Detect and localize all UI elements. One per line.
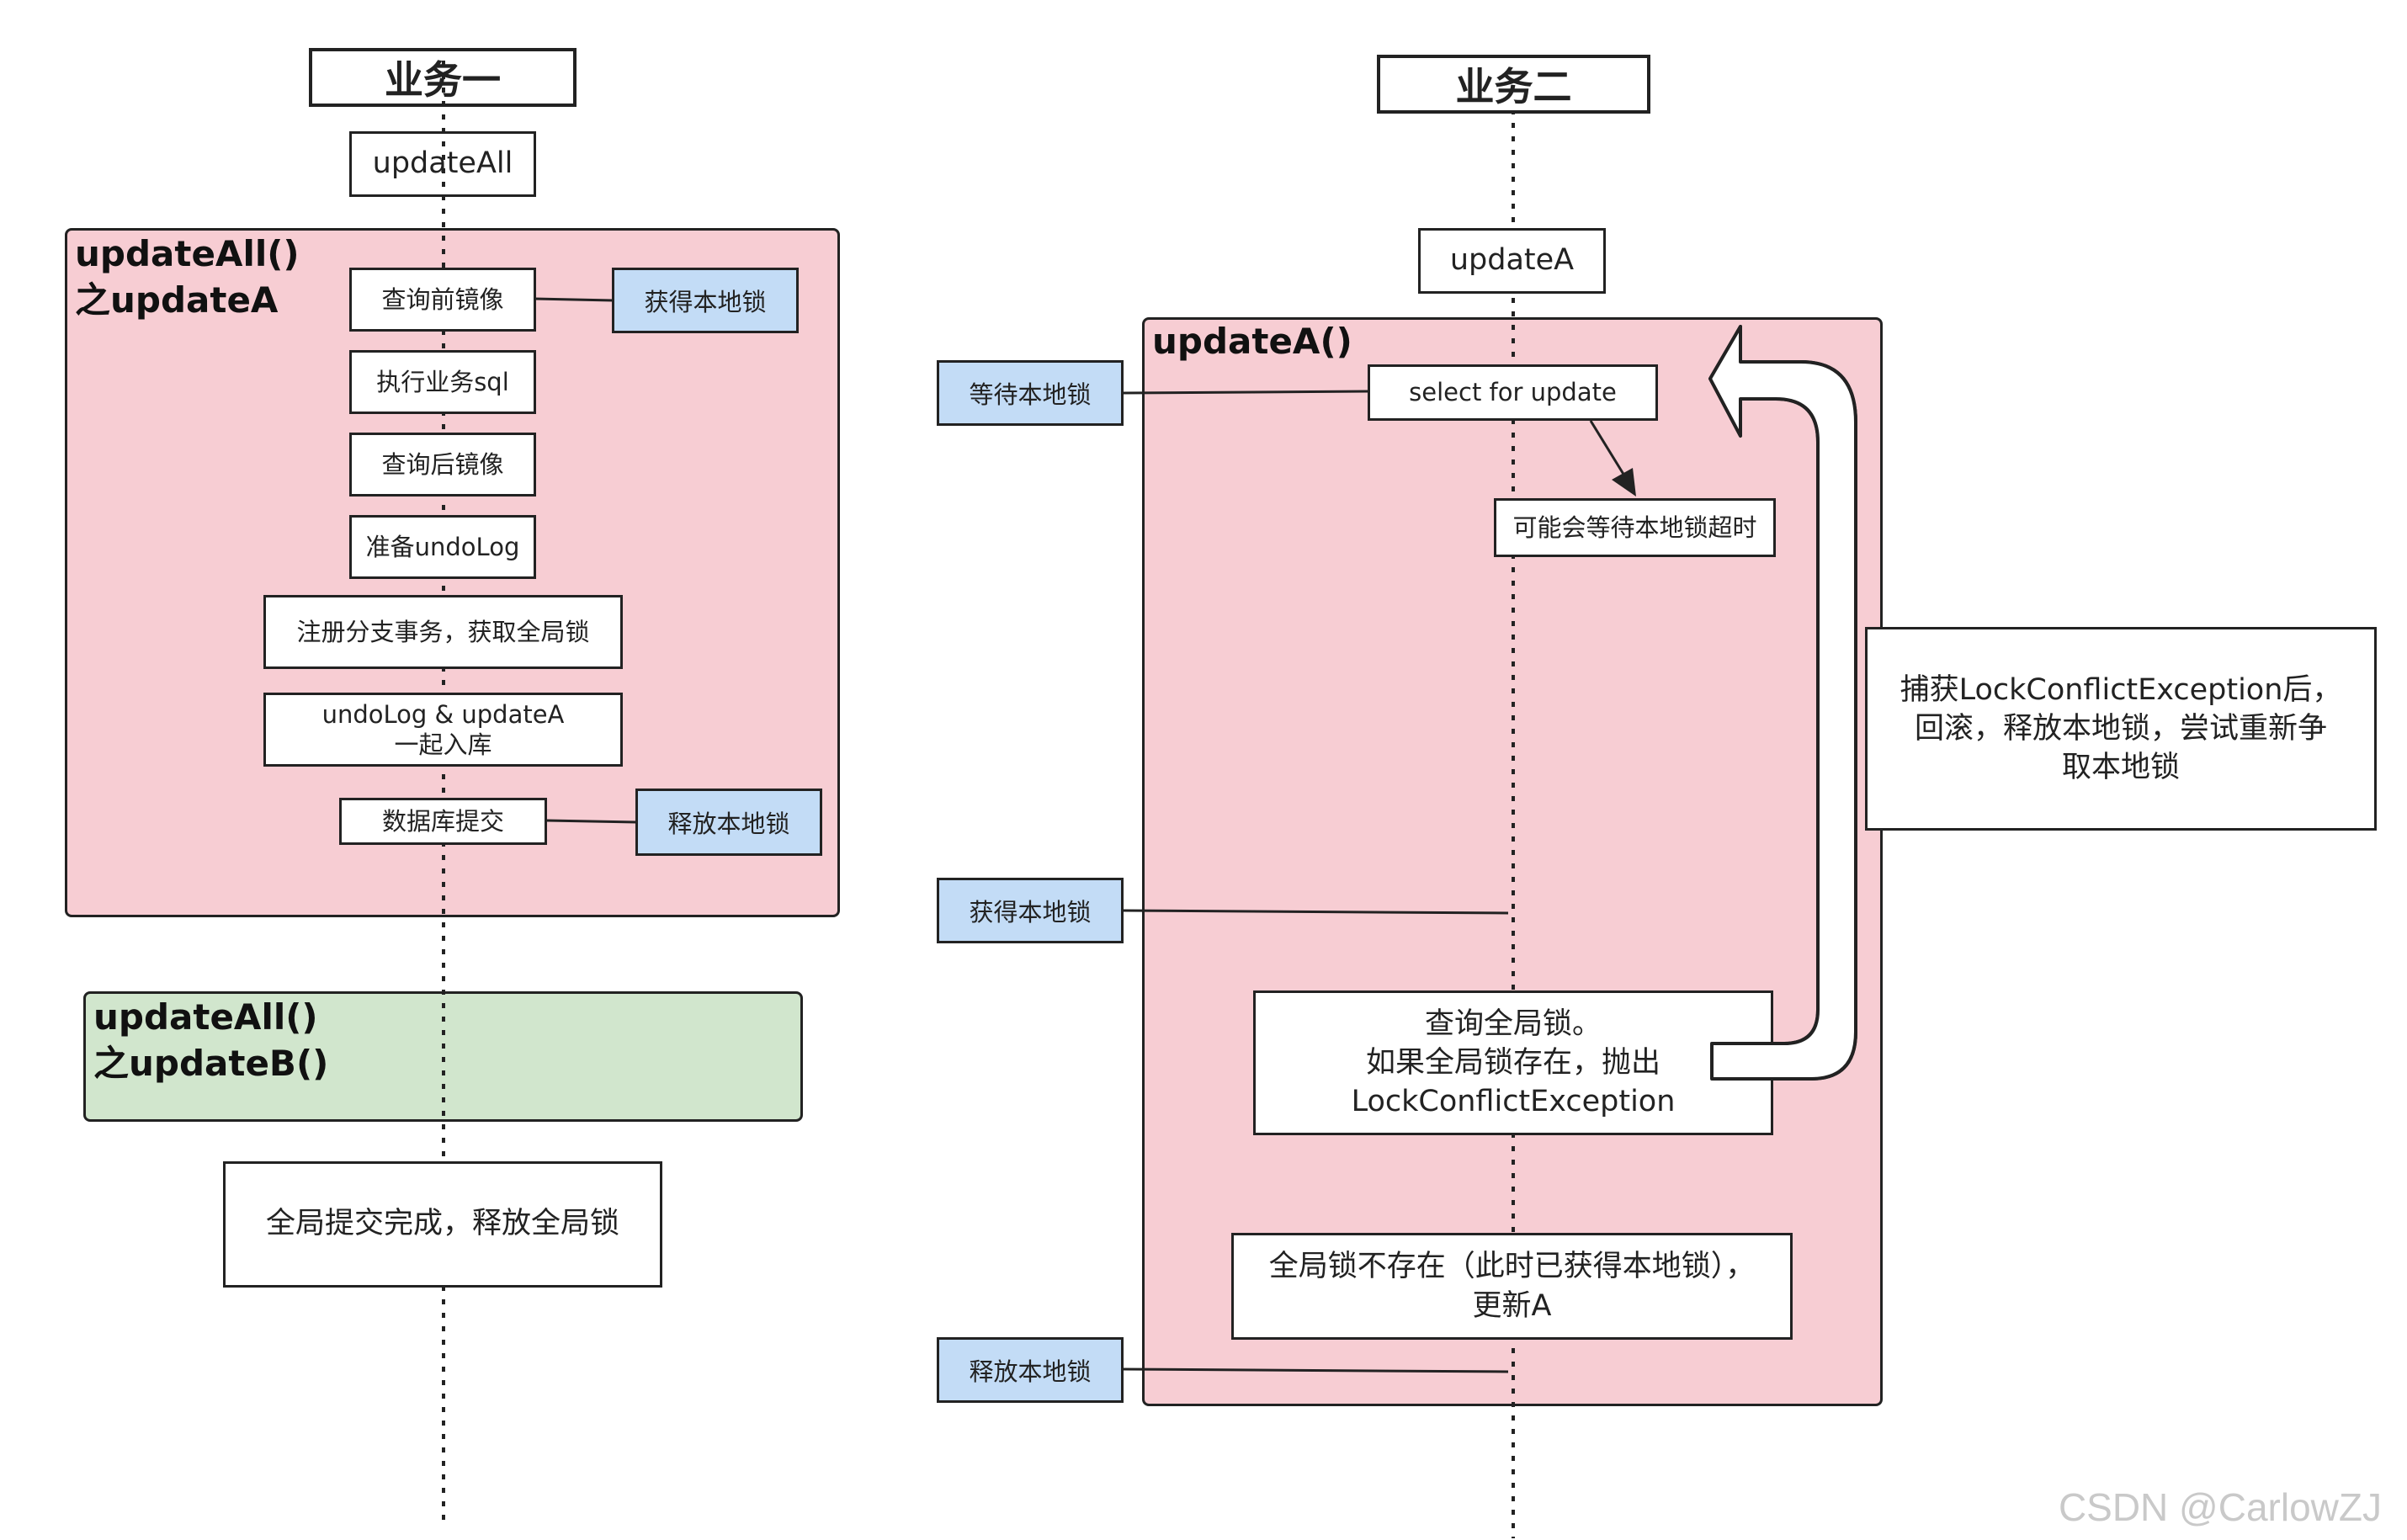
arrow-to-timeout-head — [1612, 468, 1636, 497]
release-local-lock-right: 释放本地锁 — [937, 1337, 1124, 1403]
step-query-before-image: 查询前镜像 — [349, 268, 536, 332]
region-label-update-a: updateA() — [1152, 321, 1352, 362]
retry-note-box: 捕获LockConflictException后， 回滚，释放本地锁，尝试重新争… — [1865, 627, 2377, 831]
global-lock-absent-box: 全局锁不存在（此时已获得本地锁）， 更新A — [1231, 1233, 1793, 1340]
connector-wait-lock — [1123, 390, 1369, 395]
step-db-commit: 数据库提交 — [339, 798, 547, 845]
retry-loop-arrow — [1708, 325, 1857, 1081]
acquire-local-lock-left: 获得本地锁 — [612, 268, 799, 333]
acquire-local-lock-right: 获得本地锁 — [937, 878, 1124, 943]
connector-release-lock-right — [1123, 1367, 1509, 1373]
connector-acquire-lock-right — [1123, 909, 1509, 915]
step-execute-sql: 执行业务sql — [349, 350, 536, 414]
step-prepare-undolog: 准备undoLog — [349, 515, 536, 579]
connector-acquire-lock-left — [534, 297, 614, 302]
update-a-box: updateA — [1418, 228, 1606, 294]
lane-title-right: 业务二 — [1377, 55, 1650, 114]
wait-timeout-box: 可能会等待本地锁超时 — [1494, 498, 1776, 557]
connector-release-lock-left — [546, 819, 637, 824]
step-undolog-update-a: undoLog & updateA 一起入库 — [263, 693, 623, 767]
arrow-to-timeout — [1589, 420, 1626, 476]
query-global-lock-box: 查询全局锁。 如果全局锁存在，抛出 LockConflictException — [1253, 990, 1773, 1135]
select-for-update-box: select for update — [1368, 364, 1658, 421]
global-commit-box: 全局提交完成，释放全局锁 — [223, 1161, 662, 1288]
release-local-lock-left: 释放本地锁 — [635, 789, 822, 856]
step-query-after-image: 查询后镜像 — [349, 433, 536, 497]
watermark: CSDN @CarlowZJ — [2058, 1485, 2382, 1529]
wait-local-lock-right: 等待本地锁 — [937, 360, 1124, 426]
region-label-update-all-update-b: updateAll() 之updateB() — [93, 996, 329, 1084]
step-register-branch: 注册分支事务，获取全局锁 — [263, 595, 623, 669]
region-label-update-all-update-a: updateAll() 之updateA — [75, 233, 300, 321]
